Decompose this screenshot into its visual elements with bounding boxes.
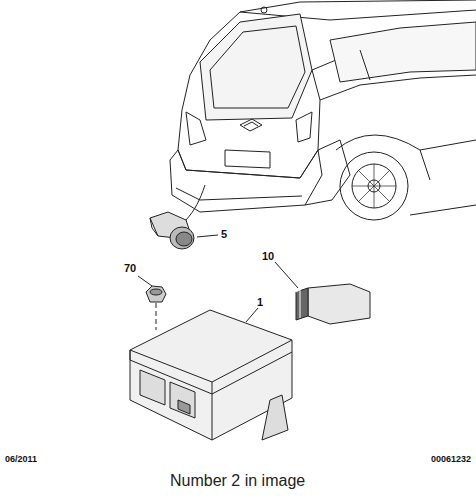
caption: Number 2 in image [170, 472, 305, 490]
parking-sensor [150, 212, 194, 249]
callout-number: 5 [221, 228, 227, 240]
control-unit [130, 310, 292, 440]
sensor-wire [186, 185, 205, 220]
date-stamp: 06/2011 [5, 454, 37, 464]
callout-number: 70 [124, 262, 136, 274]
leader-line [197, 235, 218, 237]
callout-number: 1 [257, 296, 263, 308]
leader-line [275, 262, 298, 288]
leader-line [138, 276, 152, 286]
switch [296, 284, 370, 324]
callout-number: 10 [262, 250, 274, 262]
nut [146, 286, 166, 302]
car-drawing [170, 0, 476, 220]
reference-number: 00061232 [431, 454, 471, 464]
leader-line [246, 308, 258, 322]
